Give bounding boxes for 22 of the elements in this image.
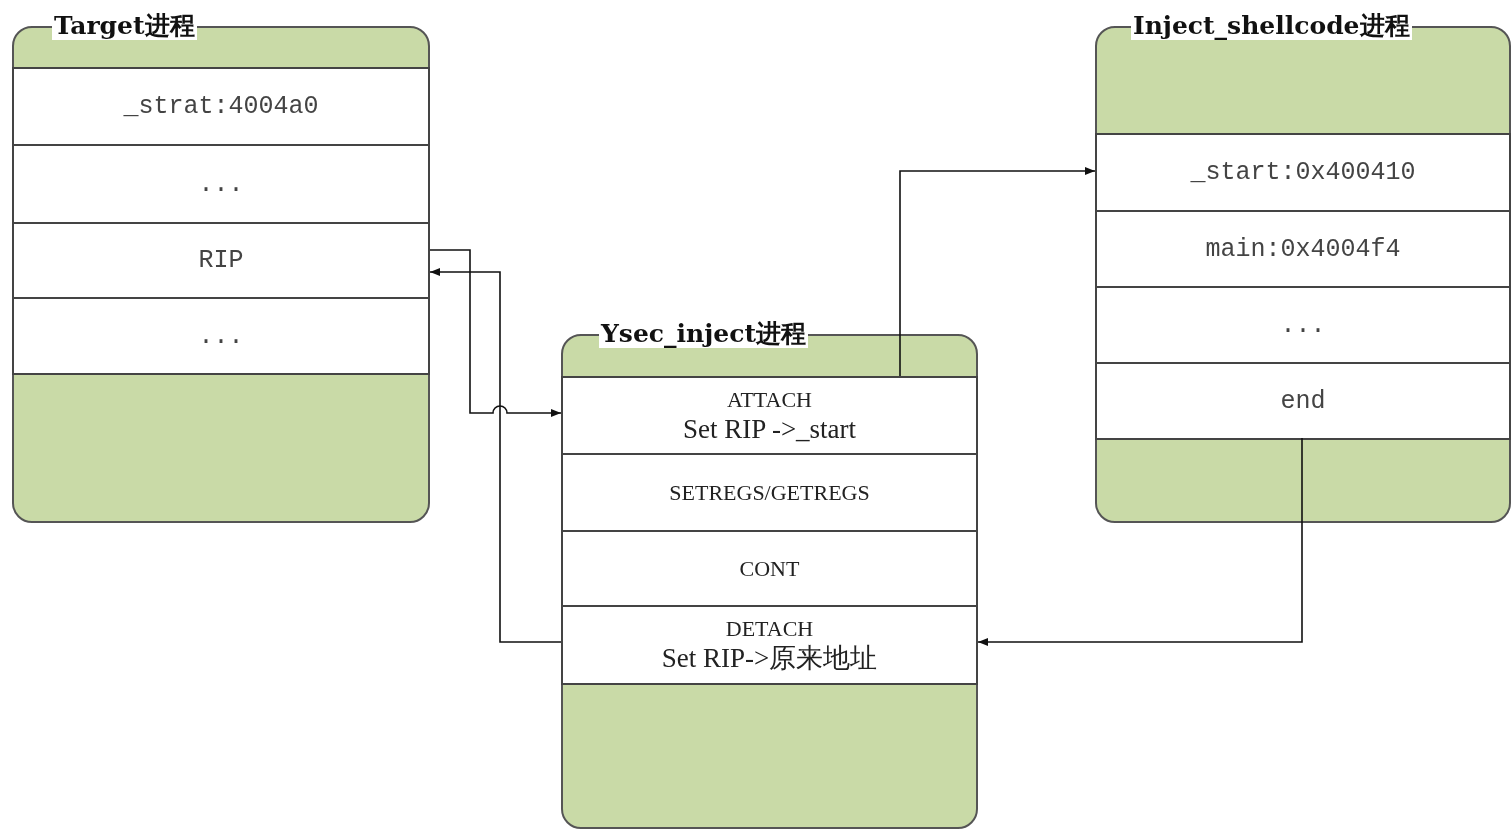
memory-row: ...	[12, 144, 430, 224]
panel-title: Target进程	[52, 12, 197, 40]
step-label: DETACH	[725, 616, 814, 642]
memory-row: ...	[1095, 286, 1511, 364]
step-row: CONT	[561, 530, 978, 607]
step-label: Set RIP ->_start	[682, 412, 857, 445]
memory-row: ...	[12, 297, 430, 375]
step-row: SETREGS/GETREGS	[561, 453, 978, 532]
arrow	[429, 268, 562, 643]
arrow	[899, 167, 1096, 377]
step-row	[561, 376, 978, 455]
memory-row: end	[1095, 362, 1511, 440]
step-label: Set RIP->原来地址	[661, 642, 878, 674]
panel-title: Ysec_inject进程	[599, 320, 808, 348]
panel-title: Inject_shellcode进程	[1131, 12, 1412, 40]
arrow	[429, 249, 562, 417]
step-row	[561, 605, 978, 685]
memory-row: _strat:4004a0	[12, 67, 430, 146]
memory-row: _start:0x400410	[1095, 133, 1511, 212]
memory-row: RIP	[12, 222, 430, 299]
step-label: ATTACH	[727, 386, 812, 413]
memory-row: main:0x4004f4	[1095, 210, 1511, 288]
